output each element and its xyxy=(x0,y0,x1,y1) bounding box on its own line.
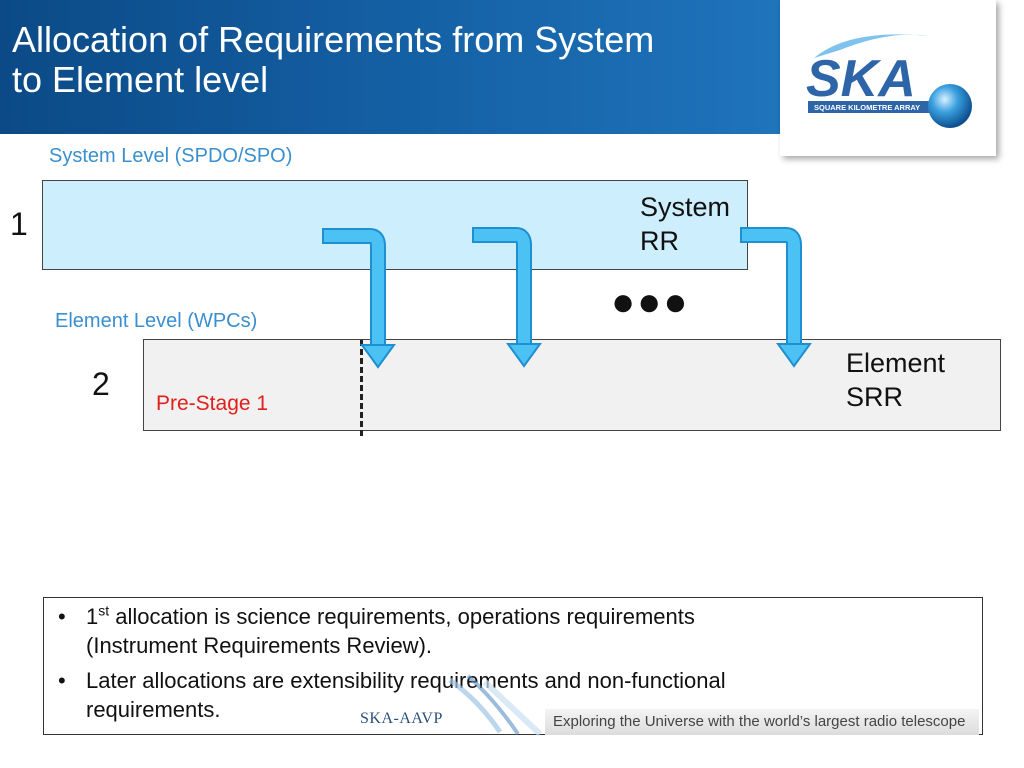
swoosh-shape xyxy=(814,34,930,58)
slide-title: Allocation of Requirements from System t… xyxy=(12,20,772,100)
logo-subtitle-bar xyxy=(808,101,950,113)
system-level-box xyxy=(42,180,748,270)
bullet-icon: • xyxy=(58,668,66,693)
title-banner: Allocation of Requirements from System t… xyxy=(0,0,780,134)
logo-subtitle: SQUARE KILOMETRE ARRAY xyxy=(814,103,920,112)
notes-list: • 1st allocation is science requirements… xyxy=(44,598,982,724)
allocation-arrow-2 xyxy=(472,227,542,368)
element-level-box xyxy=(143,339,1001,431)
element-review-line1: Element xyxy=(846,348,946,378)
allocation-arrow-1 xyxy=(322,228,396,369)
ska-logo-graphic: SKA SQUARE KILOMETRE ARRAY xyxy=(806,34,972,128)
logo-letters: SKA xyxy=(806,50,916,108)
note-1-prefix: 1 xyxy=(86,604,99,629)
slide-title-line2: to Element level xyxy=(12,59,269,100)
footer-tagline: Exploring the Universe with the world’s … xyxy=(545,709,979,735)
globe-icon xyxy=(928,84,972,128)
note-2-line2: requirements. xyxy=(86,697,221,722)
note-1-superscript: st xyxy=(98,602,110,619)
ellipsis-dots: ●●● xyxy=(611,280,690,324)
note-1-line2: (Instrument Requirements Review). xyxy=(86,633,433,658)
ska-logo: SKA SQUARE KILOMETRE ARRAY xyxy=(780,0,996,156)
slide-title-line1: Allocation of Requirements from System xyxy=(12,19,655,60)
system-review-line2: RR xyxy=(640,226,679,256)
footer-swoosh-graphic xyxy=(448,674,543,736)
pre-stage-divider xyxy=(360,340,363,436)
element-level-number: 2 xyxy=(92,366,110,402)
aavp-logo: SKA-AAVP xyxy=(360,710,443,727)
system-level-number: 1 xyxy=(10,206,28,242)
note-item-2: • Later allocations are extensibility re… xyxy=(58,666,968,724)
bullet-icon: • xyxy=(58,604,66,629)
element-review-line2: SRR xyxy=(846,382,904,412)
note-2-line1: Later allocations are extensibility requ… xyxy=(86,668,726,693)
note-item-1: • 1st allocation is science requirements… xyxy=(58,602,968,660)
allocation-arrow-3 xyxy=(740,227,812,368)
system-review-line1: System xyxy=(640,192,731,222)
system-level-label: System Level (SPDO/SPO) xyxy=(49,145,293,167)
note-1-line1: allocation is science requirements, oper… xyxy=(109,604,695,629)
element-review-label: Element SRR xyxy=(846,346,945,414)
system-review-label: System RR xyxy=(640,190,730,258)
element-level-label: Element Level (WPCs) xyxy=(55,310,258,332)
pre-stage-label: Pre-Stage 1 xyxy=(156,392,269,415)
